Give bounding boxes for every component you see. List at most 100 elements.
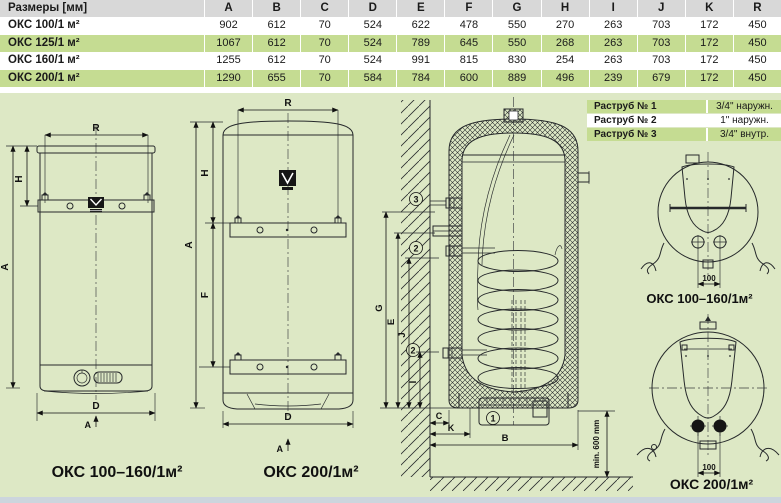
port-2-upper-fitting xyxy=(445,245,495,257)
lower-anchor-strip xyxy=(229,352,347,375)
dimension-value: 830 xyxy=(493,52,542,69)
port-1-callout xyxy=(486,411,500,425)
caption-front-okc200: ОКС 200/1м² xyxy=(263,464,359,481)
dimension-value: 263 xyxy=(590,52,638,69)
dimension-value: 172 xyxy=(686,35,734,52)
dim-label-c: C xyxy=(436,411,443,421)
fitting-value: 3/4" внутр. xyxy=(720,128,769,140)
panel-grille xyxy=(93,371,123,384)
port-2-lower-fitting xyxy=(442,347,487,359)
view-arrow-label: A xyxy=(277,444,284,454)
floor-hatch xyxy=(430,477,633,491)
caption-front-okc100-160: ОКС 100–160/1м² xyxy=(51,464,183,481)
dimension-value: 263 xyxy=(590,35,638,52)
dimension-value: 655 xyxy=(253,70,302,87)
column-header-g: G xyxy=(493,0,542,17)
column-header-r: R xyxy=(753,1,762,14)
upper-anchor-strip xyxy=(229,215,347,238)
dimension-value: 239 xyxy=(590,70,638,87)
dimension-value: 1255 xyxy=(205,52,254,69)
dim-label-i: I xyxy=(408,381,419,384)
dimension-value: 496 xyxy=(542,70,590,87)
dimension-value: 70 xyxy=(301,17,350,34)
column-header-c: C xyxy=(301,0,350,17)
top-view-okc200-drawing: 100 xyxy=(636,314,780,477)
column-header-k: K xyxy=(686,0,734,17)
heat-exchanger-coil xyxy=(477,245,563,389)
dimension-value: 524 xyxy=(349,52,398,69)
column-header-a: A xyxy=(205,0,254,17)
port-3-number: 3 xyxy=(413,195,418,205)
dimension-value: 1290 xyxy=(205,70,254,87)
top-tab xyxy=(685,154,700,164)
column-header-f: F xyxy=(445,0,494,17)
dimension-value: 645 xyxy=(445,35,494,52)
dimension-value: 70 xyxy=(301,70,350,87)
dim-label-a: A xyxy=(0,263,11,270)
dimension-value: 622 xyxy=(397,17,446,34)
model-name: ОКС 200/1 м² xyxy=(0,70,205,87)
fitting-value: 1" наружн. xyxy=(720,114,769,126)
dim-label-k: K xyxy=(448,423,455,433)
dim-label-h: H xyxy=(200,169,211,176)
dimensions-header-label: Размеры [мм] xyxy=(0,0,205,17)
dim-label-a: A xyxy=(184,241,195,248)
dimension-value: 889 xyxy=(493,70,542,87)
dim-label-d: D xyxy=(92,401,99,412)
column-header-h: H xyxy=(542,0,590,17)
tank-cap xyxy=(36,145,156,154)
dim-label-r: R xyxy=(92,123,100,134)
front-view-okc200-drawing: R H F A xyxy=(184,98,354,454)
top-fitting xyxy=(503,108,524,123)
port-2-lower-number: 2 xyxy=(410,346,415,356)
port-2-upper-number: 2 xyxy=(413,244,418,254)
top-view-okc100-160-drawing: 100 xyxy=(640,152,776,288)
dimension-value: 550 xyxy=(493,17,542,34)
dimension-value: 450 xyxy=(748,19,767,32)
dim-label-r: R xyxy=(284,98,292,109)
dim-label-e: E xyxy=(386,319,397,325)
column-header-d: D xyxy=(349,0,398,17)
dim-label-j: J xyxy=(397,332,408,337)
brand-logo xyxy=(88,197,104,208)
dimension-value: 1067 xyxy=(205,35,254,52)
drawings-panel xyxy=(0,93,781,497)
dimension-value: 450 xyxy=(748,36,767,49)
dimension-value: 172 xyxy=(686,52,734,69)
tank-outline xyxy=(651,331,765,445)
dimension-value: 70 xyxy=(301,35,350,52)
dimension-value: 612 xyxy=(253,52,302,69)
mounting-bracket xyxy=(37,192,155,213)
dim-label-h: H xyxy=(14,175,25,182)
port-spacing-label: 100 xyxy=(702,274,716,283)
thermowell-tube xyxy=(476,134,511,311)
pipe-ports xyxy=(691,235,727,249)
top-marker xyxy=(705,316,711,321)
caption-top-okc100-160: ОКС 100–160/1м² xyxy=(646,291,753,306)
dimension-value: 902 xyxy=(205,17,254,34)
fitting-label: Раструб № 3 xyxy=(587,128,708,141)
dimension-value: 584 xyxy=(349,70,398,87)
dimension-value: 784 xyxy=(397,70,446,87)
feet xyxy=(636,428,780,462)
column-header-b: B xyxy=(253,0,302,17)
column-header-e: E xyxy=(397,0,446,17)
right-fitting xyxy=(577,171,590,184)
dimension-value: 703 xyxy=(638,52,686,69)
dimension-value: 612 xyxy=(253,35,302,52)
clearance-label: min. 600 mm xyxy=(592,420,601,468)
pipe-ports xyxy=(690,416,728,436)
dim-label-g: G xyxy=(374,304,385,311)
dimension-value: 703 xyxy=(638,17,686,34)
dimension-value: 679 xyxy=(638,70,686,87)
cross-section-drawing: 3 2 2 1 G E J I C K B xyxy=(374,97,633,491)
